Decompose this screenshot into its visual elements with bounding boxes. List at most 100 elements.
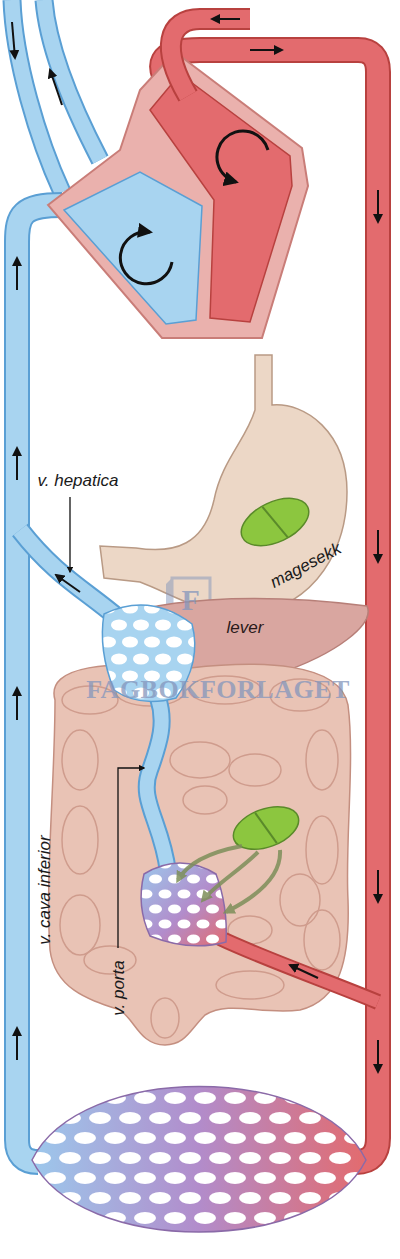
capillary-gap [299, 1192, 321, 1204]
capillary-gap [314, 1132, 336, 1144]
capillary-gap [269, 1192, 291, 1204]
capillary-gap [206, 935, 219, 944]
capillary-gap [149, 905, 162, 914]
capillary-gap [155, 654, 171, 665]
flow-arrows [12, 19, 378, 1072]
capillary-gap [206, 905, 219, 914]
capillary-gap [166, 637, 182, 648]
capillary-gap [179, 1152, 201, 1164]
capillary-gap [59, 1152, 81, 1164]
capillary-gap [29, 1232, 51, 1244]
capillary-gap [122, 603, 138, 614]
capillary-gap [179, 1192, 201, 1204]
capillary-gap [194, 1172, 216, 1184]
capillary-gap [111, 620, 127, 631]
capillary-gap [344, 1212, 366, 1224]
stomach [100, 355, 347, 614]
capillary-gap [119, 1152, 141, 1164]
watermark: F [182, 583, 201, 616]
intestines [49, 664, 351, 1045]
capillary-gap [59, 1192, 81, 1204]
vessel-label: v. porta [110, 960, 129, 1015]
vena-cava-inferior [17, 205, 62, 1162]
capillary-gap [269, 1152, 291, 1164]
vessel-label: v. hepatica [38, 472, 119, 491]
capillary-gap [149, 1152, 171, 1164]
capillary-gap [178, 890, 191, 899]
capillary-gap [209, 1192, 231, 1204]
body-capillaries [29, 1072, 366, 1244]
capillary-gap [134, 1172, 156, 1184]
capillary-gap [269, 1112, 291, 1124]
capillary-gap [177, 620, 193, 631]
capillary-gap [149, 1072, 171, 1084]
capillary-gap [269, 1072, 291, 1084]
capillary-gap [164, 1212, 186, 1224]
capillary-gap [149, 1192, 171, 1204]
capillary-gap [209, 1152, 231, 1164]
capillary-gap [254, 1132, 276, 1144]
capillary-gap [119, 1072, 141, 1084]
leader-lines [70, 497, 144, 948]
capillary-gap [74, 1132, 96, 1144]
capillary-gap [209, 1232, 231, 1244]
capillary-gap [164, 1132, 186, 1144]
capillary-gap [59, 1232, 81, 1244]
capillary-gap [329, 1152, 351, 1164]
capillary-gap [144, 637, 160, 648]
capillary-gap [164, 1092, 186, 1104]
capillary-gap [187, 875, 200, 884]
capillary-gap [179, 1232, 201, 1244]
capillary-gap [144, 603, 160, 614]
capillary-gap [155, 620, 171, 631]
capillary-gap [111, 654, 127, 665]
capillary-gap [224, 1132, 246, 1144]
capillary-gap [29, 1072, 51, 1084]
capillary-gap [119, 1232, 141, 1244]
capillary-gap [89, 1192, 111, 1204]
capillary-gap [197, 920, 210, 929]
capillary-gap [166, 603, 182, 614]
capillary-gap [89, 1072, 111, 1084]
intestine-loop [183, 786, 227, 814]
pulmonary-vein [171, 19, 250, 96]
capillary-gap [89, 1152, 111, 1164]
intestine-loop [306, 816, 338, 884]
capillary-gap [194, 1132, 216, 1144]
capillary-gap [134, 1132, 156, 1144]
capillary-gap [89, 1232, 111, 1244]
capillary-gap [209, 1112, 231, 1124]
capillary-gap [194, 1092, 216, 1104]
capillary-gap [344, 1092, 366, 1104]
capillary-gap [299, 1232, 321, 1244]
capillary-gap [159, 890, 172, 899]
intestine-loop [62, 806, 98, 874]
capillary-gap [133, 620, 149, 631]
capillary-gap [314, 1212, 336, 1224]
capillary-gap [168, 905, 181, 914]
intestine-loop [216, 971, 284, 999]
capillary-gap [299, 1072, 321, 1084]
intestinal-artery [220, 938, 378, 1002]
capillary-gap [164, 1172, 186, 1184]
capillary-gap [74, 1172, 96, 1184]
capillary-gap [149, 875, 162, 884]
capillary-gap [329, 1072, 351, 1084]
capillary-gap [140, 860, 153, 869]
intestine-loop [304, 910, 340, 970]
capillary-gap [194, 1212, 216, 1224]
capillary-gap [149, 1232, 171, 1244]
capillary-gap [239, 1192, 261, 1204]
tablet [234, 489, 316, 556]
capillary-gap [299, 1152, 321, 1164]
intestine-loop [280, 874, 320, 926]
capillary-gap [216, 860, 229, 869]
intestine-loop [60, 895, 100, 955]
capillary-gap [224, 1092, 246, 1104]
absorption-arrows [178, 846, 280, 912]
capillary-gap [284, 1132, 306, 1144]
capillary-gap [122, 637, 138, 648]
capillary-gap [269, 1232, 291, 1244]
